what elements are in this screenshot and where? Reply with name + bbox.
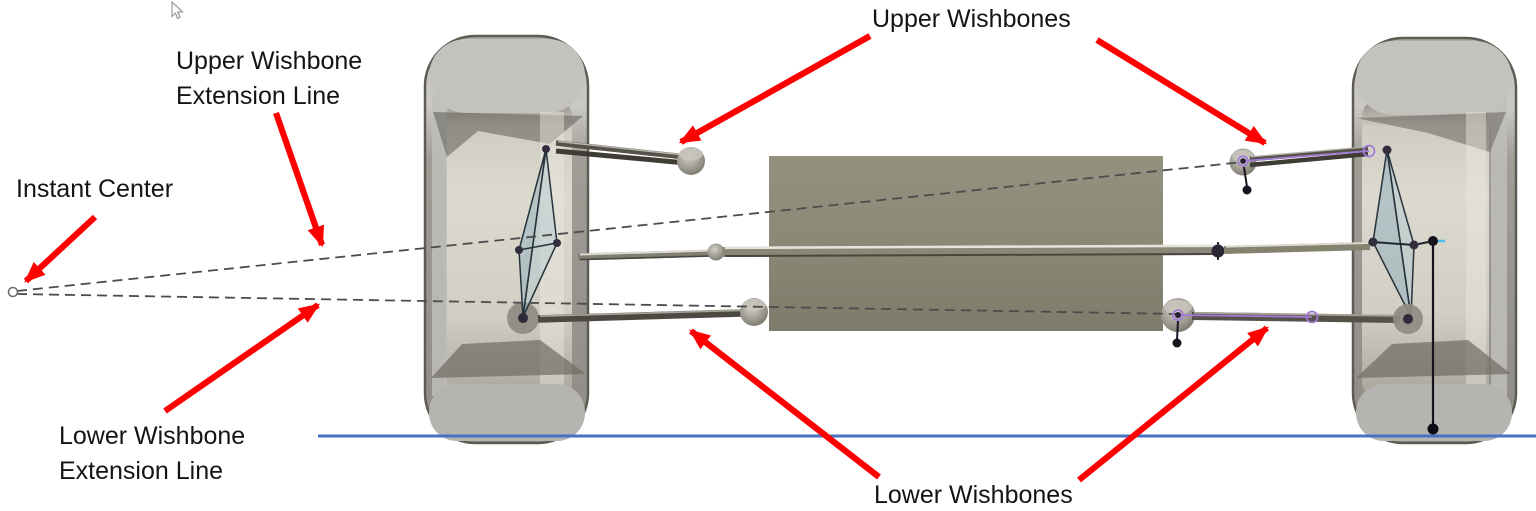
lower-extension-line-label-line2: Extension Line (59, 457, 224, 485)
left-tire-bottom-shadow (431, 340, 586, 378)
upper-outer-joint-ring (1362, 144, 1376, 158)
lower-wishbone-extension-line (16, 293, 1179, 315)
left-lower-wishbone (507, 298, 768, 334)
lower-wishbones-label: Lower Wishbones (874, 481, 1073, 509)
lower-joint-pendulum (1172, 338, 1182, 348)
joint-markers (1172, 144, 1376, 348)
upper-joint-pendulum (1242, 185, 1252, 195)
right-suspension-geometry (1368, 145, 1445, 435)
arrow-to-right-upper-wishbone (1095, 37, 1268, 146)
lower-outer-joint-ring (1305, 310, 1319, 324)
mouse-pointer-icon (171, 0, 184, 20)
left-tire-shoulder-shadow (433, 112, 583, 157)
left-tire-top-cap (429, 39, 585, 113)
left-wheel (423, 34, 590, 445)
left-suspension-geometry (515, 145, 561, 323)
chassis-block (769, 156, 1163, 331)
arrow-to-upper-extension-line (273, 111, 325, 248)
instant-center-label: Instant Center (16, 175, 174, 203)
lower-extension-line-label: Lower Wishbone Extension Line (59, 419, 245, 489)
rod-ball-joint (1211, 244, 1225, 258)
right-rim-strip (1491, 96, 1507, 396)
left-upper-wishbone (555, 140, 705, 175)
upper-extension-line-label-line2: Extension Line (176, 82, 341, 110)
arrow-to-lower-extension-line (163, 302, 321, 414)
left-tire-bottom-cap (429, 384, 585, 441)
axle-rod (577, 242, 1371, 261)
upper-extension-line-label-line1: Upper Wishbone (176, 47, 363, 75)
upper-wishbone-extension-line (16, 161, 1244, 292)
right-tire-shoulder-shadow (1356, 112, 1506, 152)
right-face-highlight (1466, 112, 1486, 388)
arrow-to-instant-center (23, 214, 98, 284)
upper-wishbones-label: Upper Wishbones (872, 5, 1071, 33)
annotation-arrows (23, 33, 1269, 483)
lower-extension-line-label-line1: Lower Wishbone (59, 422, 246, 450)
tire-contact-point (1427, 423, 1439, 435)
instant-center-marker (7, 286, 19, 298)
arrow-to-right-lower-wishbone (1077, 325, 1269, 483)
right-tire-top-cap (1356, 41, 1512, 115)
arrow-to-left-upper-wishbone (678, 33, 872, 145)
rod-collar-joint (707, 243, 725, 261)
arrow-to-left-lower-wishbone (689, 328, 881, 480)
upper-extension-line-label: Upper Wishbone Extension Line (176, 44, 362, 114)
